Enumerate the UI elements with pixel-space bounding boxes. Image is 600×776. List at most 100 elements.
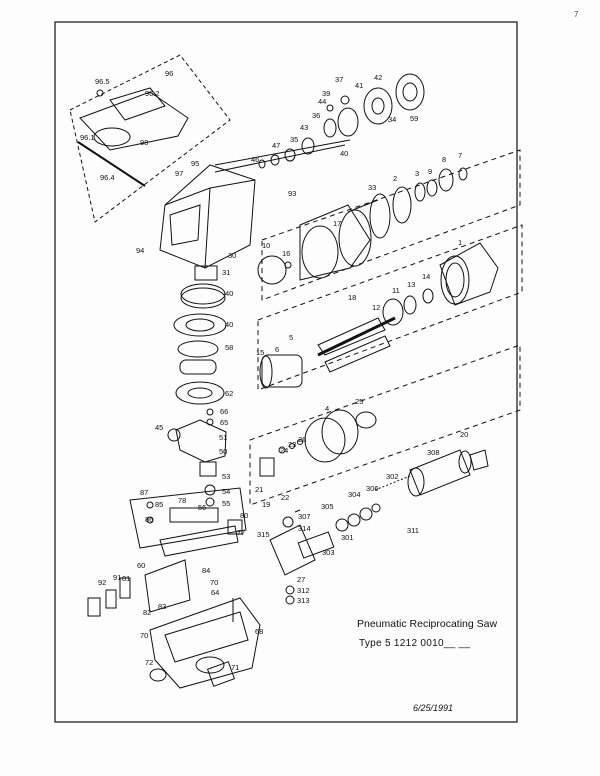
part-label: 9 bbox=[428, 167, 432, 176]
part-label: 97 bbox=[175, 169, 183, 178]
part-label: 24 bbox=[280, 446, 288, 455]
part-label: 70 bbox=[140, 631, 148, 640]
page-border bbox=[54, 21, 518, 723]
part-label: 51 bbox=[219, 433, 227, 442]
part-label: 77 bbox=[237, 528, 245, 537]
part-label: 94 bbox=[136, 246, 144, 255]
part-label: 68 bbox=[255, 627, 263, 636]
part-label: 30 bbox=[228, 251, 236, 260]
part-label: 95 bbox=[191, 159, 199, 168]
part-label: 64 bbox=[211, 588, 219, 597]
part-label: 47 bbox=[272, 141, 280, 150]
part-label: 58 bbox=[225, 343, 233, 352]
part-label: 20 bbox=[460, 430, 468, 439]
part-label: 27 bbox=[297, 575, 305, 584]
part-label: 33 bbox=[368, 183, 376, 192]
part-label: 306 bbox=[366, 484, 379, 493]
part-label: 45 bbox=[155, 423, 163, 432]
part-label: 80 bbox=[240, 511, 248, 520]
part-label: 26 bbox=[298, 435, 306, 444]
part-label: 12 bbox=[372, 303, 380, 312]
part-label: 5 bbox=[289, 333, 293, 342]
part-label: 7 bbox=[458, 151, 462, 160]
part-label: 4 bbox=[325, 404, 329, 413]
part-label: 41 bbox=[355, 81, 363, 90]
part-label: 55 bbox=[222, 499, 230, 508]
part-label: 11 bbox=[392, 286, 400, 295]
part-label: 92 bbox=[98, 578, 106, 587]
part-label: 40 bbox=[225, 320, 233, 329]
part-label: 37 bbox=[335, 75, 343, 84]
part-label: 59 bbox=[410, 114, 418, 123]
part-label: 307 bbox=[298, 512, 311, 521]
part-label: 70 bbox=[210, 578, 218, 587]
part-label: 62 bbox=[225, 389, 233, 398]
part-label: 96.4 bbox=[100, 173, 115, 182]
part-label: 54 bbox=[222, 487, 230, 496]
part-label: 91 bbox=[113, 573, 121, 582]
drawing-date: 6/25/1991 bbox=[413, 703, 454, 713]
part-label: 311 bbox=[407, 526, 419, 535]
part-label: 6 bbox=[275, 345, 279, 354]
part-label: 315 bbox=[257, 530, 270, 539]
part-label: 65 bbox=[220, 418, 228, 427]
part-label: 56 bbox=[198, 503, 206, 512]
part-label: 83 bbox=[158, 602, 166, 611]
part-label: 301 bbox=[341, 533, 354, 542]
part-label: 1 bbox=[458, 238, 462, 247]
part-label: 17 bbox=[333, 219, 341, 228]
part-label: 14 bbox=[422, 272, 430, 281]
part-label: 40 bbox=[225, 289, 233, 298]
type-number: Type 5 1212 0010__ __ bbox=[359, 638, 471, 649]
part-label: 72 bbox=[145, 658, 153, 667]
part-label: 308 bbox=[427, 448, 440, 457]
part-label: 43 bbox=[300, 123, 308, 132]
part-label: 81 bbox=[122, 574, 130, 583]
part-label: 98 bbox=[140, 138, 148, 147]
part-label: 23 bbox=[288, 440, 296, 449]
drawing-title: Pneumatic Reciprocating Saw bbox=[357, 618, 498, 630]
part-label: 82 bbox=[143, 608, 151, 617]
part-label: 66 bbox=[220, 407, 228, 416]
part-label: 31 bbox=[222, 268, 230, 277]
part-label: 314 bbox=[298, 524, 311, 533]
part-label: 18 bbox=[348, 293, 356, 302]
part-label: 78 bbox=[178, 496, 186, 505]
part-label: 93 bbox=[288, 189, 296, 198]
part-label: 60 bbox=[137, 561, 145, 570]
part-label: 15 bbox=[256, 348, 264, 357]
part-label: 22 bbox=[281, 493, 289, 502]
corner-mark: 7 bbox=[574, 10, 579, 19]
part-label: 96 bbox=[165, 69, 173, 78]
part-label: 50 bbox=[219, 447, 227, 456]
part-label: 35 bbox=[290, 135, 298, 144]
part-label: 13 bbox=[407, 280, 415, 289]
part-label: 16 bbox=[282, 249, 290, 258]
part-label: 96.2 bbox=[145, 89, 160, 98]
part-label: 71 bbox=[231, 663, 239, 672]
part-label: 34 bbox=[388, 115, 396, 124]
part-label: 39 bbox=[322, 89, 330, 98]
part-label: 25 bbox=[355, 397, 363, 406]
part-label: 46 bbox=[251, 155, 259, 164]
part-label: 86 bbox=[145, 515, 153, 524]
part-label: 44 bbox=[318, 97, 326, 106]
part-label: 19 bbox=[262, 500, 270, 509]
part-label: 96.1 bbox=[80, 133, 95, 142]
part-label: 312 bbox=[297, 586, 310, 595]
part-label: 40 bbox=[340, 149, 348, 158]
part-label: 3 bbox=[415, 169, 419, 178]
part-label: 87 bbox=[140, 488, 148, 497]
part-label: 304 bbox=[348, 490, 361, 499]
part-label: 8 bbox=[442, 155, 446, 164]
part-label: 313 bbox=[297, 596, 310, 605]
part-label: 42 bbox=[374, 73, 382, 82]
part-label: 2 bbox=[393, 174, 397, 183]
part-label: 96.5 bbox=[95, 77, 110, 86]
part-label: 53 bbox=[222, 472, 230, 481]
part-label: 84 bbox=[202, 566, 210, 575]
part-label: 305 bbox=[321, 502, 334, 511]
part-label: 36 bbox=[312, 111, 320, 120]
part-label: 21 bbox=[255, 485, 263, 494]
